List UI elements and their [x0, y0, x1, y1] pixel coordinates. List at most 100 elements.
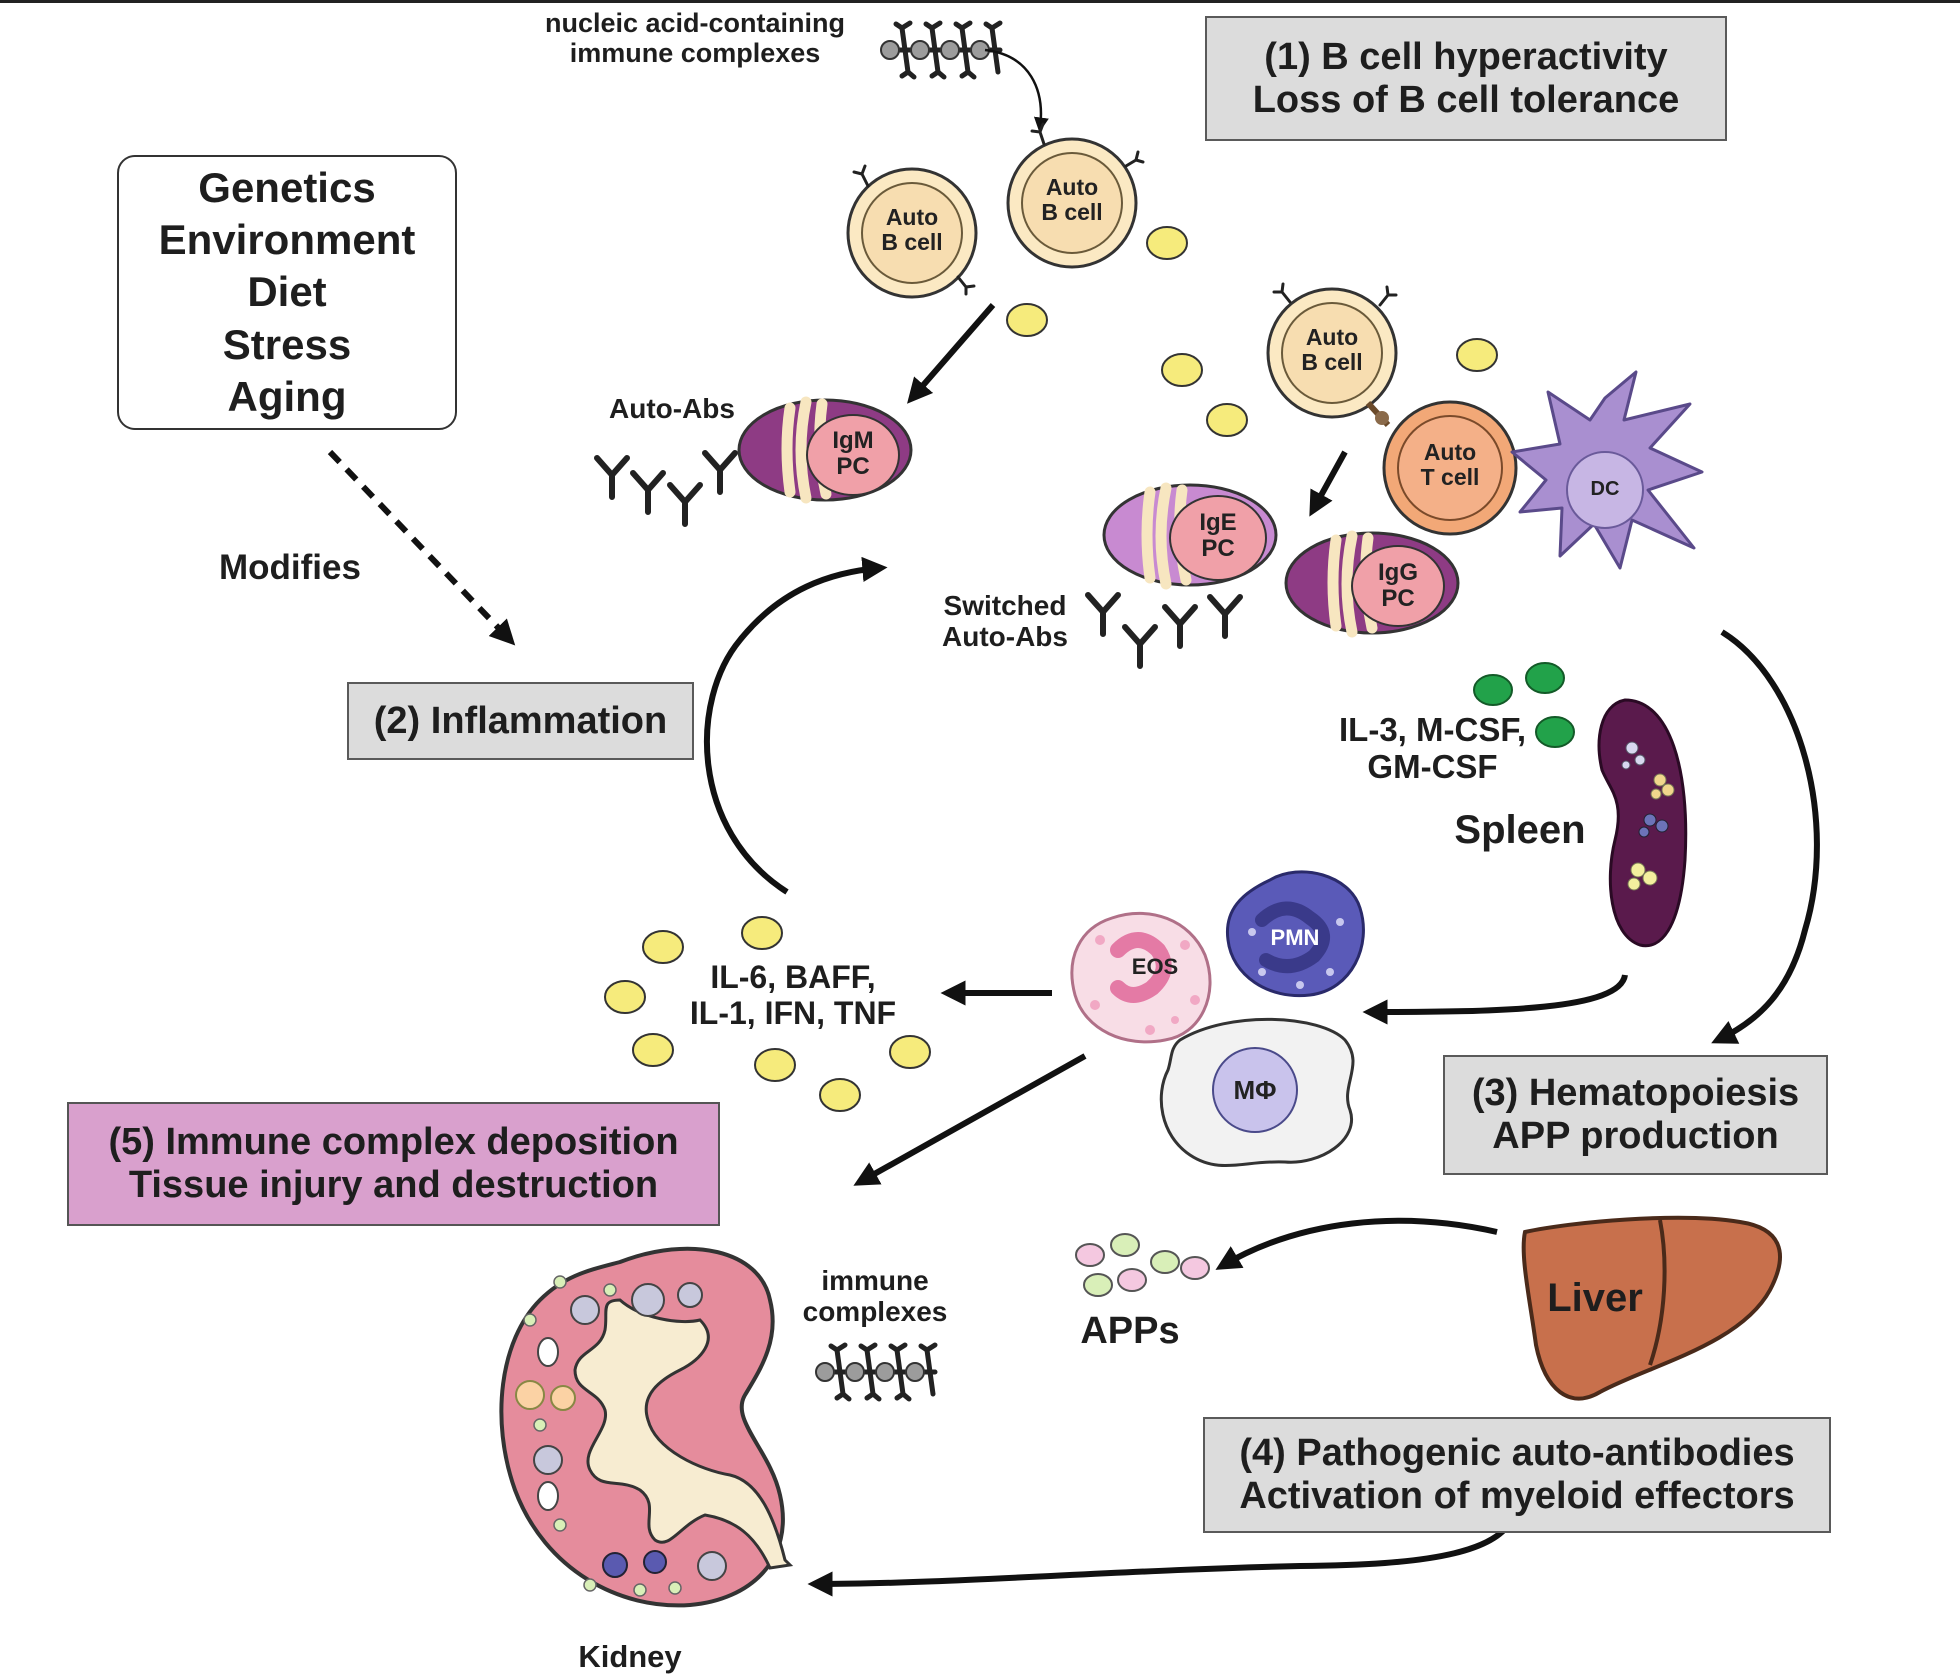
arrow-inflammation-loop	[704, 556, 888, 895]
apps-label: APPs	[1080, 1310, 1180, 1352]
switched-auto-abs	[1088, 595, 1240, 666]
step5-line1: (5) Immune complex deposition	[108, 1121, 679, 1164]
kidney	[499, 1246, 794, 1608]
auto-b-cell-2-l2: B cell	[1041, 199, 1103, 226]
step4-line1: (4) Pathogenic auto-antibodies	[1239, 1432, 1795, 1475]
macrophage-cell	[1159, 1017, 1355, 1167]
igg-l1: IgG	[1378, 559, 1418, 586]
ige-label: IgE PC	[1183, 509, 1253, 563]
modifies-label: Modifies	[219, 548, 361, 587]
top-border	[0, 0, 1960, 3]
nucleic-line2: immune complexes	[569, 38, 821, 69]
step3-line1: (3) Hematopoiesis	[1471, 1072, 1800, 1115]
macrophage-label: MΦ	[1233, 1075, 1277, 1105]
nucleic-label: nucleic acid-containing immune complexes	[505, 8, 885, 68]
igm-l2: PC	[836, 453, 870, 481]
arrow-bcell-to-igm	[907, 303, 996, 404]
step5-box: (5) Immune complex deposition Tissue inj…	[67, 1102, 720, 1226]
auto-t-cell	[1382, 400, 1518, 536]
step4-line2: Activation of myeloid effectors	[1239, 1475, 1795, 1517]
arrow-spleen-to-effectors	[1362, 974, 1628, 1025]
step3-box: (3) Hematopoiesis APP production	[1443, 1055, 1828, 1175]
auto-b-cell-1-l1: Auto	[885, 204, 939, 230]
app-dots	[1075, 1233, 1210, 1297]
factor-environment: Environment	[158, 216, 416, 264]
auto-abs-label: Auto-Abs	[609, 393, 735, 424]
auto-b-cell-1	[846, 164, 978, 299]
switched-line2: Auto-Abs	[942, 621, 1068, 653]
factor-aging: Aging	[227, 372, 347, 420]
arrow-modifies	[327, 449, 516, 646]
auto-b-cell-1-label: Auto B cell	[862, 204, 962, 256]
step2-line1: (2) Inflammation	[373, 699, 668, 742]
cytokines-lower	[604, 916, 931, 1112]
auto-b-cell-2-label: Auto B cell	[1022, 174, 1122, 226]
switched-line1: Switched	[943, 590, 1067, 621]
arrow-ic-to-bcell	[984, 48, 1049, 133]
step3-line2: APP production	[1492, 1115, 1779, 1157]
step1-box: (1) B cell hyperactivity Loss of B cell …	[1205, 16, 1727, 141]
arrow-liver-to-apps	[1215, 1217, 1498, 1270]
igg-l2: PC	[1381, 585, 1415, 613]
factors-box: Genetics Environment Diet Stress Aging	[117, 155, 457, 430]
cytokines-line1: IL-6, BAFF,	[710, 959, 876, 995]
igg-plasma-cell	[1284, 530, 1460, 638]
pmn-cell	[1225, 870, 1365, 998]
factor-diet: Diet	[247, 268, 327, 316]
kidney-label: Kidney	[578, 1639, 682, 1674]
liver	[1521, 1215, 1782, 1401]
dc-label: DC	[1590, 478, 1620, 500]
arrow-bcell-to-switched	[1309, 450, 1348, 517]
auto-b-cell-3-l2: B cell	[1301, 349, 1363, 376]
switched-auto-abs-label: Switched Auto-Abs	[930, 590, 1080, 653]
auto-b-cell-3-label: Auto B cell	[1282, 324, 1382, 376]
auto-b-cell-1-l2: B cell	[881, 229, 943, 256]
immune-line1: immune	[821, 1265, 929, 1296]
step2-box: (2) Inflammation	[347, 682, 694, 760]
auto-b-cell-3-l1: Auto	[1305, 324, 1359, 350]
csf-dots	[1473, 662, 1575, 748]
arrow-myeloid-to-kidney	[807, 1499, 1519, 1597]
igm-l1: IgM	[832, 427, 874, 454]
auto-t-cell-label: Auto T cell	[1400, 439, 1500, 491]
igg-label: IgG PC	[1363, 559, 1433, 613]
igm-plasma-cell	[737, 396, 913, 504]
step1-line2: Loss of B cell tolerance	[1252, 78, 1680, 121]
auto-b-cell-3	[1266, 282, 1398, 419]
step5-line2: Tissue injury and destruction	[128, 1164, 659, 1206]
spleen-label: Spleen	[1454, 808, 1586, 852]
auto-t-cell-l1: Auto	[1423, 439, 1477, 465]
immune-complex-kidney	[816, 1345, 935, 1399]
step4-box: (4) Pathogenic auto-antibodies Activatio…	[1203, 1417, 1831, 1533]
arrow-effectors-to-kidney	[853, 1053, 1087, 1186]
cytokines-upper	[1006, 226, 1498, 437]
factor-stress: Stress	[222, 320, 352, 368]
pmn-label: PMN	[1270, 925, 1320, 950]
arrow-to-hematopoiesis	[1711, 629, 1820, 1044]
liver-label: Liver	[1547, 1276, 1643, 1320]
csf-line1: IL-3, M-CSF,	[1339, 711, 1526, 748]
eos-label: EOS	[1131, 954, 1179, 979]
csf-line2: GM-CSF	[1367, 747, 1498, 785]
igm-label: IgM PC	[818, 427, 888, 481]
ige-plasma-cell	[1102, 482, 1278, 590]
cytokines-line2: IL-1, IFN, TNF	[689, 994, 897, 1031]
auto-abs-igm	[597, 453, 735, 524]
auto-b-cell-2-l1: Auto	[1045, 174, 1099, 200]
ige-l2: PC	[1201, 535, 1235, 563]
nucleic-line1: nucleic acid-containing	[544, 8, 846, 38]
immune-line2: complexes	[802, 1296, 948, 1328]
cytokines-label: IL-6, BAFF, IL-1, IFN, TNF	[668, 959, 918, 1032]
eos-cell	[1070, 911, 1212, 1044]
ige-l1: IgE	[1199, 509, 1237, 536]
immune-complexes-label: immune complexes	[790, 1265, 960, 1328]
csf-label: IL-3, M-CSF, GM-CSF	[1310, 711, 1555, 786]
spleen	[1597, 698, 1688, 948]
step1-line1: (1) B cell hyperactivity	[1264, 35, 1668, 78]
auto-b-cell-2	[1006, 122, 1145, 269]
factor-genetics: Genetics	[198, 164, 376, 212]
auto-t-cell-l2: T cell	[1420, 464, 1480, 491]
immune-complex-top	[881, 23, 1000, 77]
